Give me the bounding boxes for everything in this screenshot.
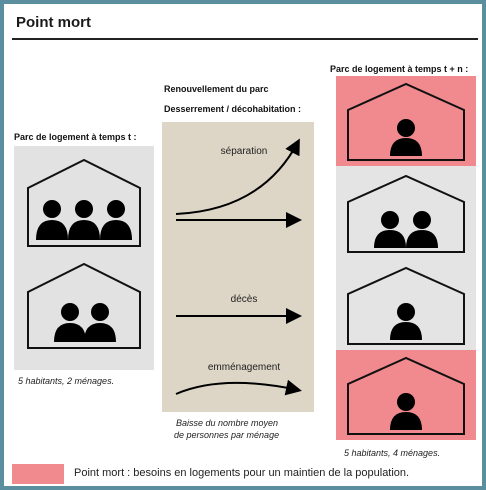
person-icon [54,303,86,342]
middle-beige-panel [162,122,314,412]
arrow-icon [175,138,300,215]
middle-heading-2: Desserrement / décohabitation : [164,104,302,114]
house-icon [347,266,465,345]
middle-note-2: de personnes par ménage [174,430,280,440]
person-icon [84,303,116,342]
person-icon [390,393,422,430]
person-icon [406,211,438,248]
right-caption: 5 habitants, 4 ménages. [344,448,441,458]
left-gray-panel [14,146,154,370]
right-heading: Parc de logement à temps t + n : [330,64,469,74]
arrows-svg [175,138,302,396]
middle-heading-1: Renouvellement du parc [164,84,269,94]
arrow-label-emmenagement: emménagement [207,362,281,373]
arrow-label-separation: séparation [220,146,268,157]
right-panel [336,76,476,440]
title-divider [12,38,478,40]
legend-swatch [12,464,64,484]
house-icon [27,262,141,349]
person-icon [36,200,68,240]
person-icon [68,200,100,240]
left-heading: Parc de logement à temps t : [14,132,137,142]
gray-cell [336,166,476,258]
person-icon [390,303,422,340]
person-icon [100,200,132,240]
middle-note-1: Baisse du nombre moyen [176,418,279,428]
arrow-icon [175,379,302,396]
left-houses-svg [27,158,141,349]
house-icon [27,158,141,247]
person-icon [374,211,406,248]
arrow-label-deces: décès [230,294,258,305]
right-houses-svg [336,76,476,440]
page-title: Point mort [16,14,91,31]
diagram-frame: Point mort Parc de logement à temps t : [4,4,482,486]
legend-text: Point mort : besoins en logements pour u… [74,467,410,479]
house-icon [347,356,465,435]
person-icon [390,119,422,156]
house-icon [347,174,465,253]
house-icon [347,82,465,161]
left-caption: 5 habitants, 2 ménages. [18,376,115,386]
